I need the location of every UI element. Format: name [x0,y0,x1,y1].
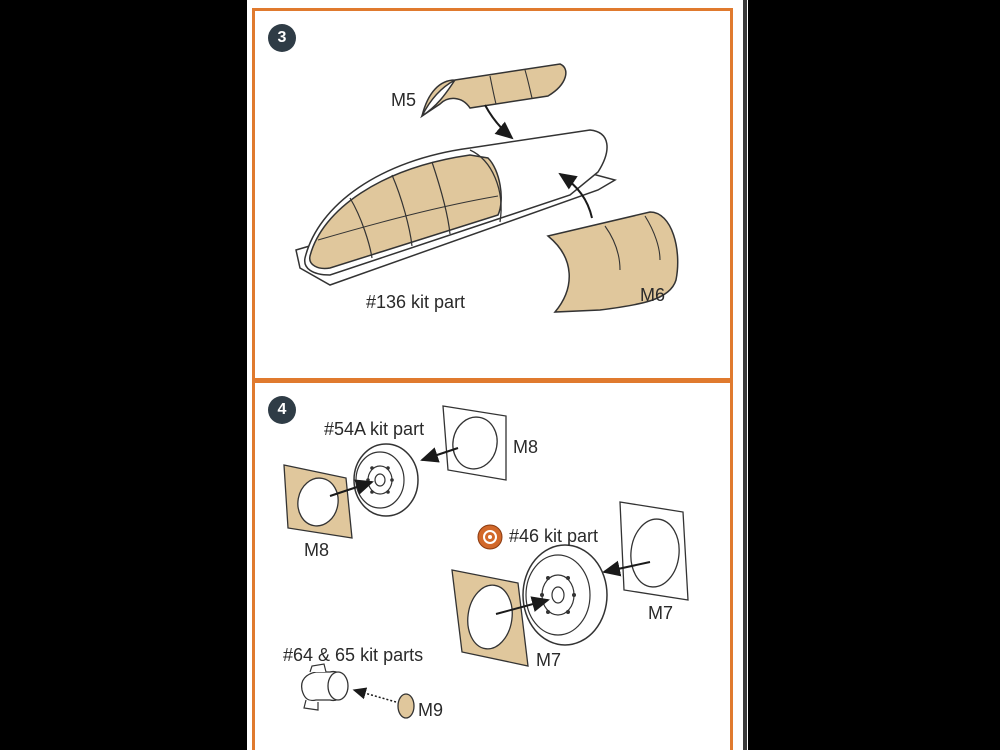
step-4-badge: 4 [268,396,296,424]
sheet-edge [743,0,747,750]
mask-m7-frame-left [451,569,529,667]
canopy-kit-part-136 [295,129,617,286]
label-m8-top: M8 [513,437,539,457]
arrow-m7-left [495,596,550,615]
arrow-m5 [484,104,514,140]
arrow-m7-right [602,560,651,577]
mask-m7-frame-right [619,501,689,601]
label-m6: M6 [640,285,666,305]
mask-m5 [420,63,567,119]
label-m9: M9 [418,700,444,720]
mask-m8-frame-left [283,464,353,539]
wheel-kit-part-54a [353,443,419,517]
mask-m6 [546,211,679,313]
arrow-m8-top [420,447,459,463]
arrow-m8-left [329,479,374,497]
label-kit-part-54a: #54A kit part [324,419,425,439]
label-kit-part-46: #46 kit part [509,526,599,546]
kit-parts-64-65 [300,663,349,711]
arrow-m6 [558,172,593,219]
mask-m9 [397,693,415,719]
label-m5: M5 [391,90,417,110]
label-m7-bottom: M7 [536,650,562,670]
label-kit-part-136: #136 kit part [366,292,466,312]
label-m7-right: M7 [648,603,674,623]
option-marker-icon [477,524,503,550]
step-3-badge: 3 [268,24,296,52]
mask-m8-frame-top [442,405,507,481]
label-kit-parts-64-65: #64 & 65 kit parts [283,645,424,665]
arrow-m9 [352,687,397,703]
label-m8-left: M8 [304,540,330,560]
wheel-kit-part-46 [522,544,608,646]
